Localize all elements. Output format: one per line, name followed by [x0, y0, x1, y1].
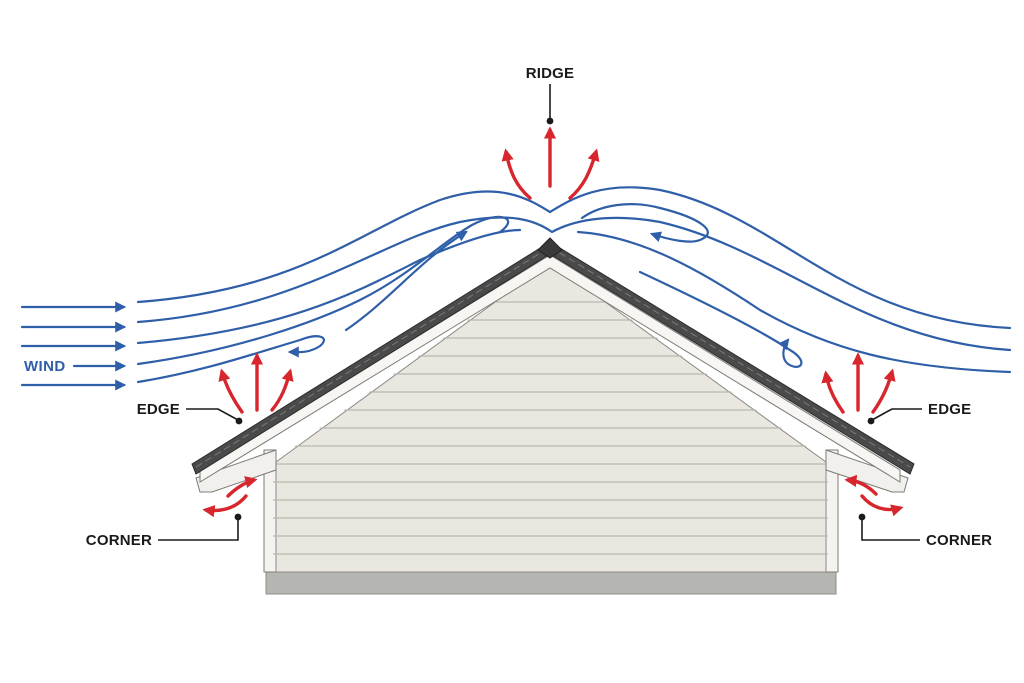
roof-shingle-highlight [195, 246, 551, 468]
corner-right-leader-dot [858, 513, 866, 521]
streamline-right-low [576, 230, 1012, 374]
corner-pressure-arrows-right [844, 474, 904, 517]
streamline-outer-2 [136, 216, 1012, 352]
house [191, 237, 915, 595]
edge-pressure-arrows-left [218, 352, 294, 414]
streamline-left-vortex [136, 215, 509, 366]
eave-return-left [195, 449, 277, 493]
edge-label-right: EDGE [928, 401, 971, 418]
edge-right-leader-dot [867, 417, 875, 425]
ridge-label: RIDGE [526, 65, 575, 82]
streamline-outer-1 [136, 186, 1012, 330]
corner-pressure-arrows-left [202, 476, 258, 518]
foundation [265, 571, 837, 595]
corner-label-left: CORNER [86, 532, 152, 549]
edge-label-left: EDGE [137, 401, 180, 418]
leader-lines [158, 84, 922, 541]
roof-shingle-highlight-right [549, 246, 911, 468]
corner-left-leader-dot [234, 513, 242, 521]
streamline-left-return [344, 230, 468, 332]
ridge-pressure-arrows [501, 126, 600, 200]
edge-pressure-arrows-right [821, 352, 896, 414]
streamline-right-swirl-top [580, 203, 709, 243]
ridge-leader-dot [546, 117, 554, 125]
wind-flow-lines [20, 186, 1012, 391]
gable-wall [275, 261, 827, 573]
streamline-left-eddy [136, 335, 326, 384]
streamline-outer-3 [136, 228, 522, 345]
corner-label-right: CORNER [926, 532, 992, 549]
streamline-right-swirl-low [638, 270, 803, 368]
wind-label: WIND [24, 358, 66, 375]
ridge-cap [537, 237, 563, 259]
edge-left-leader-dot [235, 417, 243, 425]
